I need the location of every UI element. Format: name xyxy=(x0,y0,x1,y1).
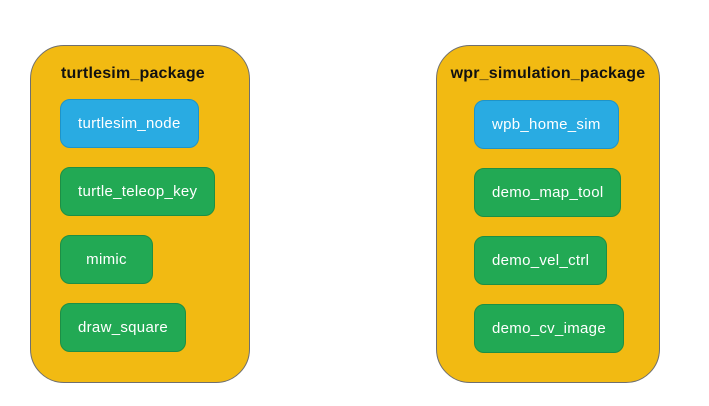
node-turtle-teleop-key: turtle_teleop_key xyxy=(60,167,216,216)
node-turtlesim-node: turtlesim_node xyxy=(60,99,199,148)
node-demo-cv-image: demo_cv_image xyxy=(474,304,624,353)
node-draw-square: draw_square xyxy=(60,303,187,352)
package-wpr-simulation: wpr_simulation_package wpb_home_sim demo… xyxy=(436,45,660,383)
package-title-turtlesim: turtlesim_package xyxy=(61,65,205,82)
package-title-wpr-simulation: wpr_simulation_package xyxy=(450,65,646,82)
node-mimic: mimic xyxy=(60,235,153,284)
node-wpb-home-sim: wpb_home_sim xyxy=(474,100,619,149)
node-list-wpr-simulation: wpb_home_sim demo_map_tool demo_vel_ctrl… xyxy=(474,100,659,353)
package-turtlesim: turtlesim_package turtlesim_node turtle_… xyxy=(30,45,250,383)
node-demo-map-tool: demo_map_tool xyxy=(474,168,622,217)
node-demo-vel-ctrl: demo_vel_ctrl xyxy=(474,236,608,285)
node-list-turtlesim: turtlesim_node turtle_teleop_key mimic d… xyxy=(60,99,249,352)
